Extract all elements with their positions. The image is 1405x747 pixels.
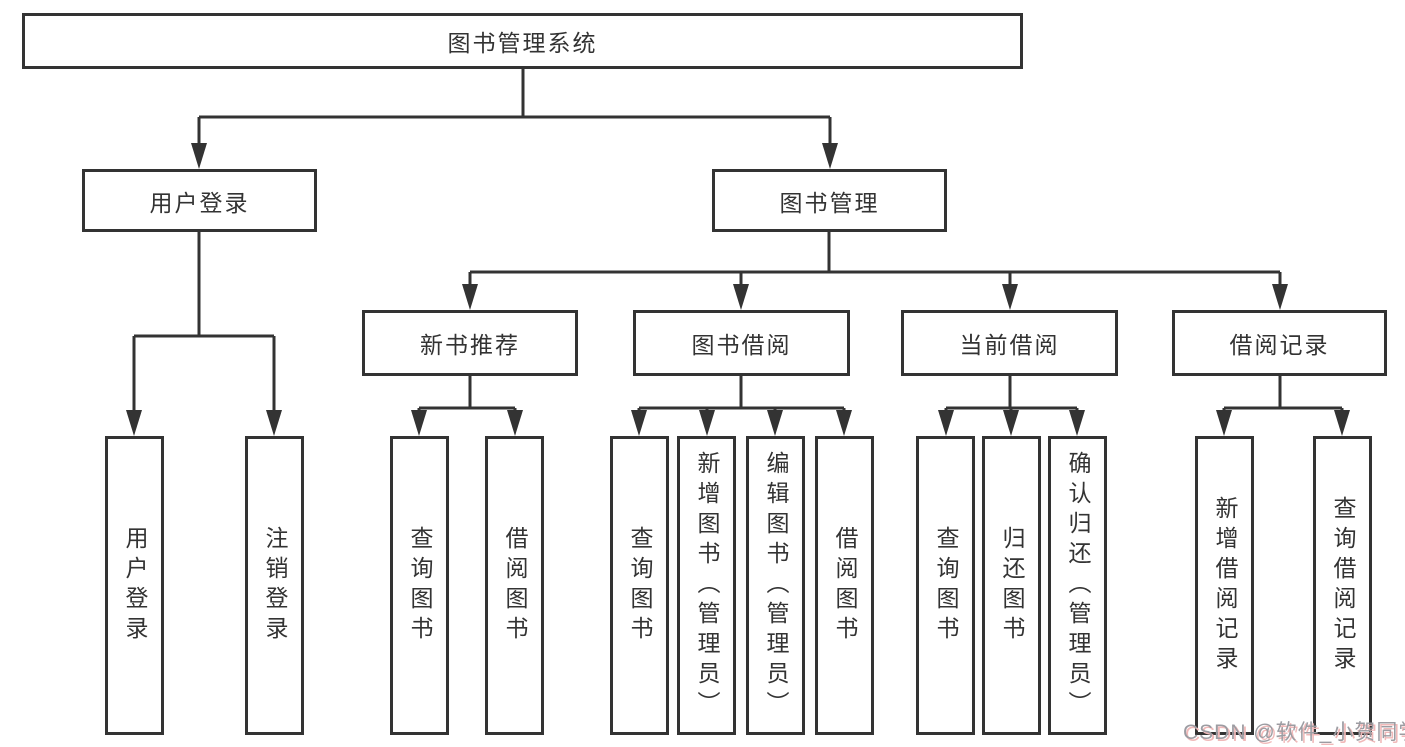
arrowheads [126, 143, 1350, 436]
leaf-borrow-books-borrowing: 借阅图书 [815, 436, 874, 735]
leaf-confirm-return-admin: 确认归还（管理员） [1048, 436, 1107, 735]
node-user-login: 用户登录 [82, 169, 317, 232]
leaf-borrow-books-recommend: 借阅图书 [485, 436, 544, 735]
node-current-borrowing: 当前借阅 [901, 310, 1118, 376]
watermark-text: CSDN @软件_小贺同学 [1183, 721, 1405, 744]
leaf-user-login: 用户登录 [105, 436, 164, 735]
node-new-book-recommend: 新书推荐 [362, 310, 578, 376]
leaf-query-borrow-record: 查询借阅记录 [1313, 436, 1372, 735]
connector-paths [132, 69, 1344, 412]
leaf-logout: 注销登录 [245, 436, 304, 735]
leaf-query-books-borrowing: 查询图书 [610, 436, 669, 735]
node-book-management: 图书管理 [712, 169, 947, 232]
leaf-add-book-admin: 新增图书（管理员） [677, 436, 736, 735]
node-book-borrowing: 图书借阅 [633, 310, 850, 376]
leaf-query-books-recommend: 查询图书 [390, 436, 449, 735]
node-book-management-system: 图书管理系统 [22, 13, 1023, 69]
node-borrowing-records: 借阅记录 [1172, 310, 1387, 376]
leaf-query-books-current: 查询图书 [916, 436, 975, 735]
leaf-add-borrow-record: 新增借阅记录 [1195, 436, 1254, 735]
leaf-return-books: 归还图书 [982, 436, 1041, 735]
leaf-edit-book-admin: 编辑图书（管理员） [746, 436, 805, 735]
